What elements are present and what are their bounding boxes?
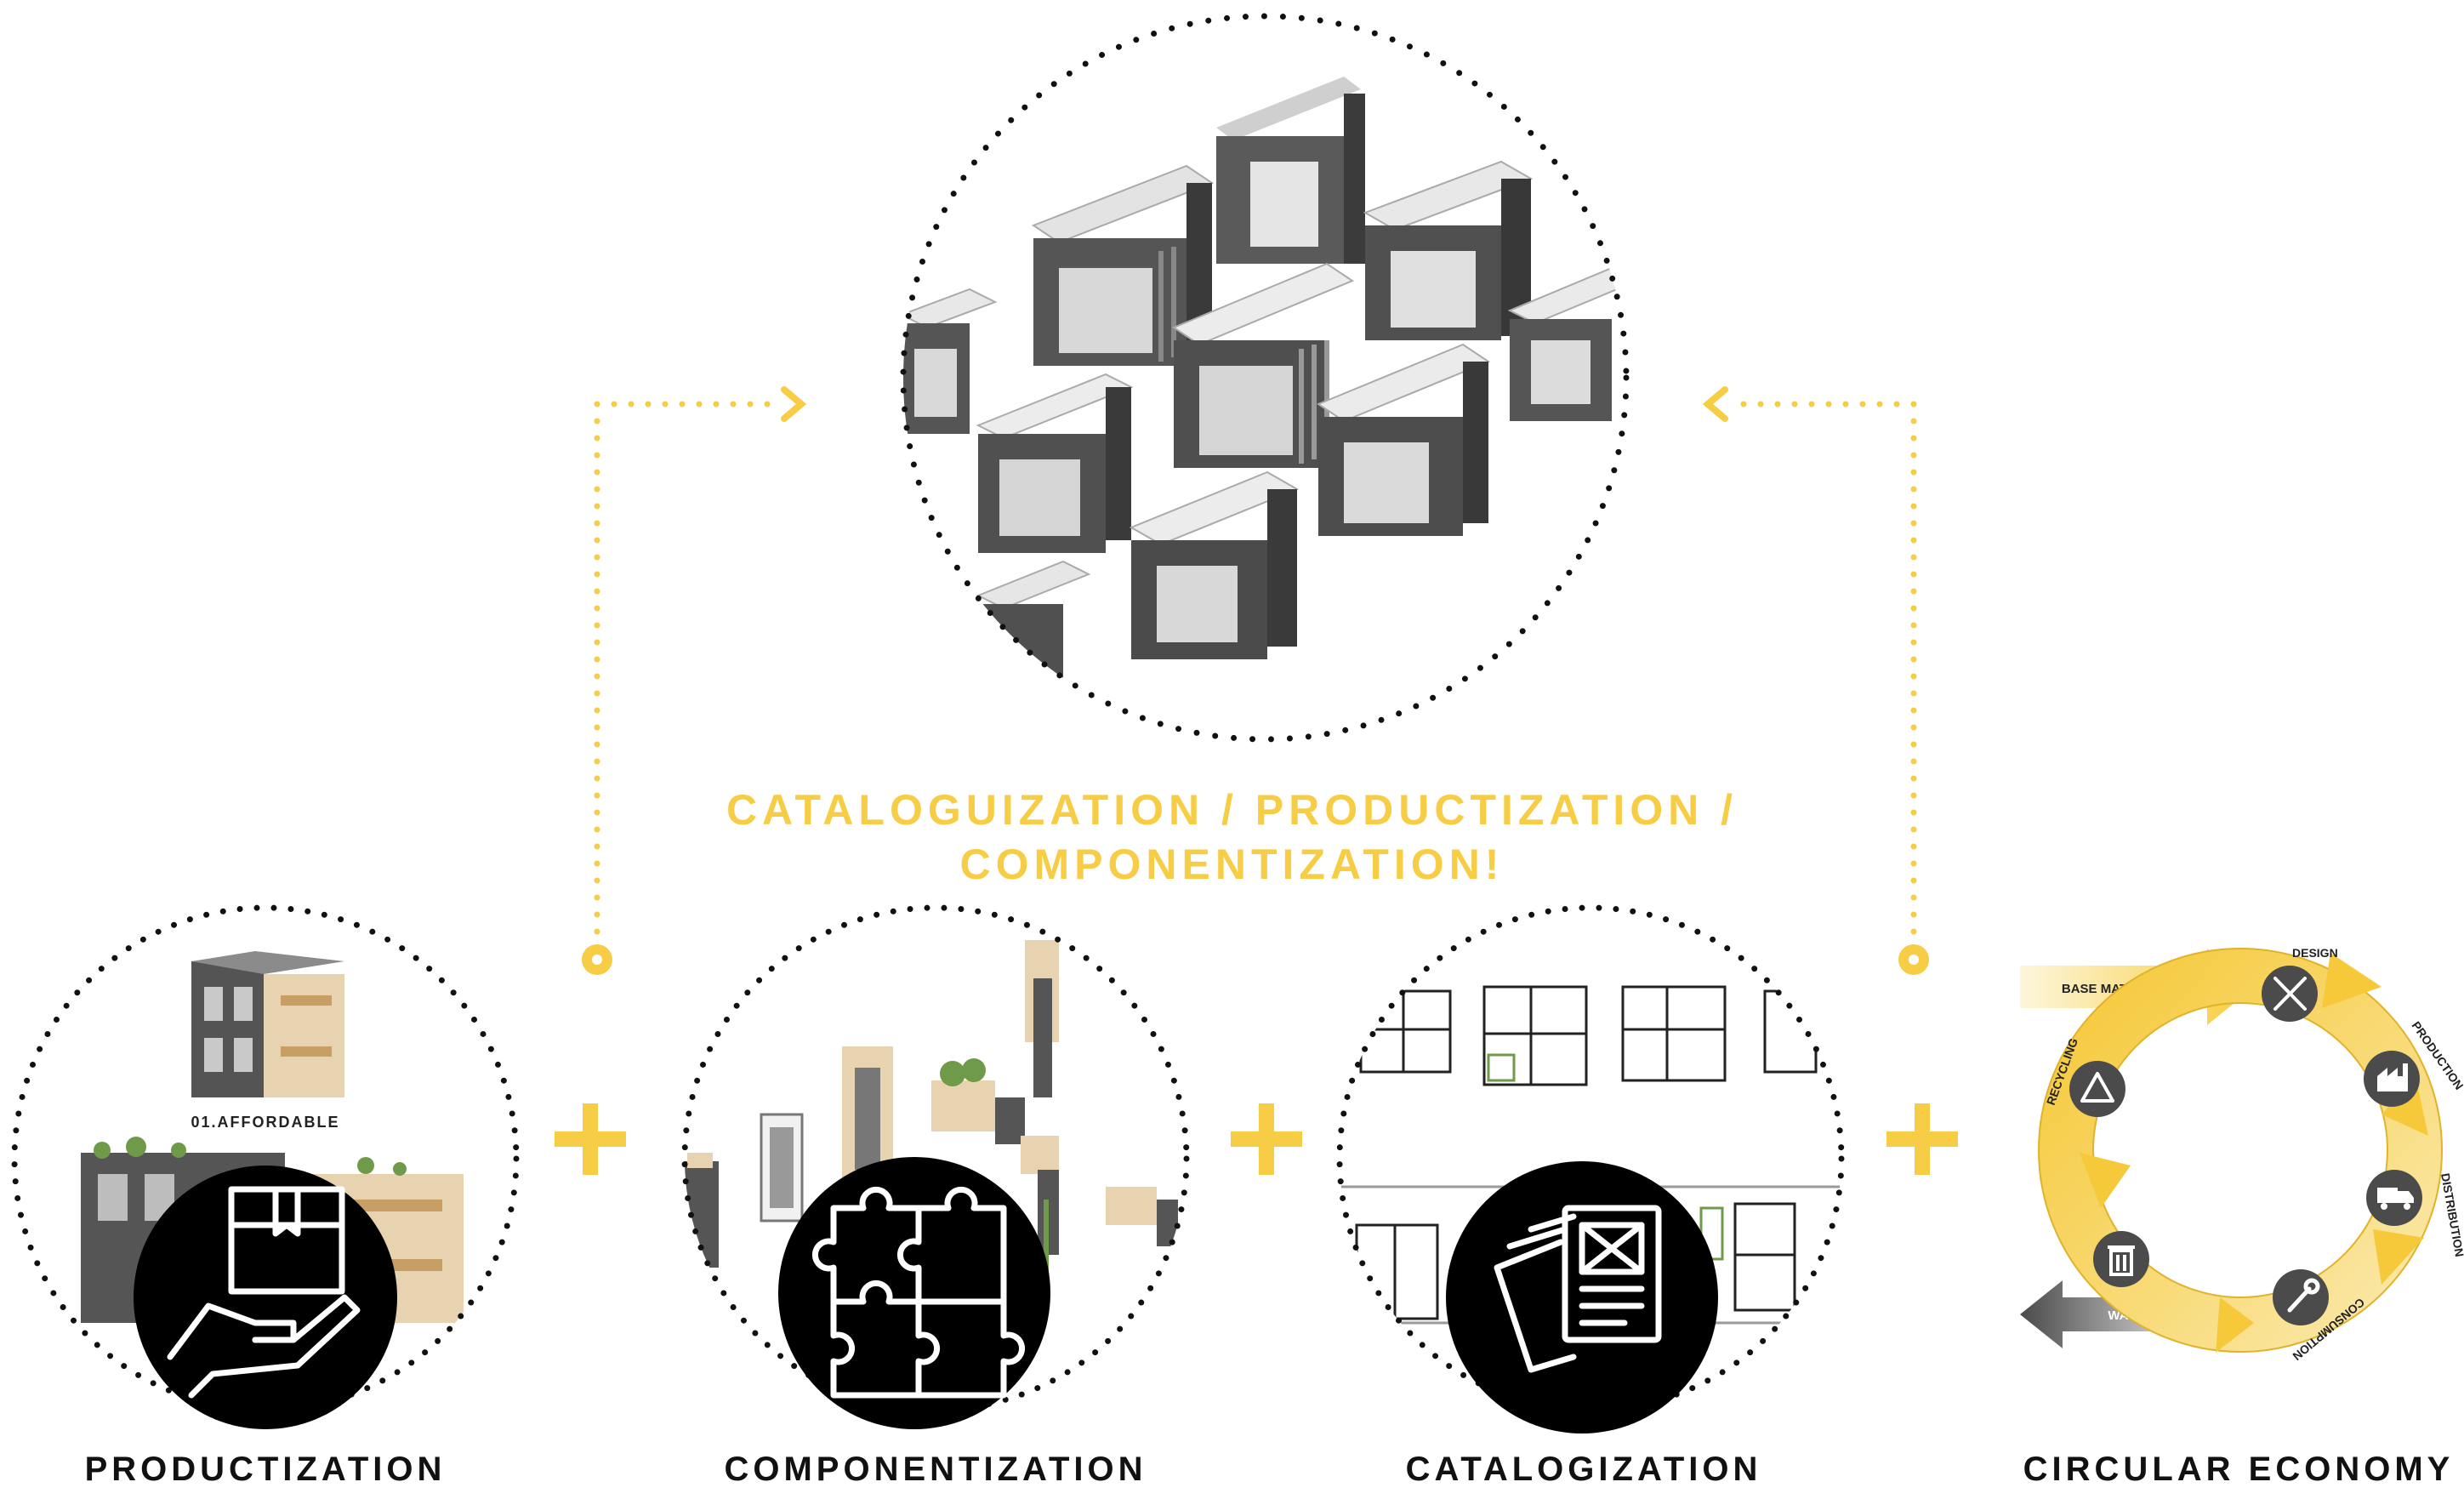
box-in-hand-icon [167, 1186, 361, 1399]
connector-left [594, 386, 807, 935]
connector-left-node [582, 944, 612, 975]
main-headline: CATALOGUIZATION / PRODUCTIZATION / COMPO… [0, 783, 2464, 892]
waste-bin-stage [2093, 1231, 2149, 1287]
connector-right-node [1898, 944, 1929, 975]
puzzle-icon [812, 1187, 1025, 1399]
plus-sign-3 [1886, 1103, 1958, 1175]
productization-circle: 01.AFFORDABLE [11, 904, 520, 1429]
caption-circular-economy: CIRCULAR ECONOMY [2023, 1451, 2455, 1488]
drafting-tools-icon [2273, 977, 2307, 1011]
recycle-icon [2080, 1072, 2114, 1103]
factory-icon [2377, 1063, 2408, 1091]
headline-line-1: CATALOGUIZATION / PRODUCTIZATION / [726, 786, 1738, 834]
distribution-label: DISTRIBUTION [2438, 1172, 2464, 1258]
headline-line-2: COMPONENTIZATION! [959, 841, 1505, 888]
top-dotted-ring [900, 13, 1630, 743]
productization-sublabel: 01.AFFORDABLE [191, 1114, 339, 1131]
top-modules-circle [900, 13, 1630, 743]
modules-illustration [903, 77, 1626, 739]
catalogization-icon-disk [1446, 1161, 1718, 1433]
componentization-components [685, 940, 1178, 1276]
catalogization-circle [1336, 904, 1845, 1433]
trash-can-icon [2108, 1245, 2135, 1276]
wrench-icon [2287, 1278, 2320, 1313]
caption-catalogization: CATALOGIZATION [1405, 1451, 1762, 1488]
delivery-truck-icon [2377, 1188, 2414, 1210]
design-stage: DESIGN [2262, 946, 2338, 1022]
distribution-stage: DISTRIBUTION [2366, 1170, 2464, 1258]
catalog-sheets-icon [1494, 1205, 1662, 1373]
productization-icon-disk [134, 1166, 397, 1429]
plus-sign-1 [555, 1103, 626, 1175]
caption-componentization: COMPONENTIZATION [724, 1451, 1147, 1488]
design-label: DESIGN [2292, 946, 2338, 960]
componentization-icon-disk [778, 1157, 1050, 1429]
plus-sign-2 [1231, 1103, 1302, 1175]
componentization-circle [681, 904, 1190, 1429]
circular-economy-diagram: BASE MATERIAL WASTE DESIGN [2020, 946, 2464, 1363]
connector-right [1702, 386, 1917, 935]
caption-productization: PRODUCTIZATION [84, 1451, 447, 1488]
cycle-arrowheads [2080, 953, 2428, 1353]
